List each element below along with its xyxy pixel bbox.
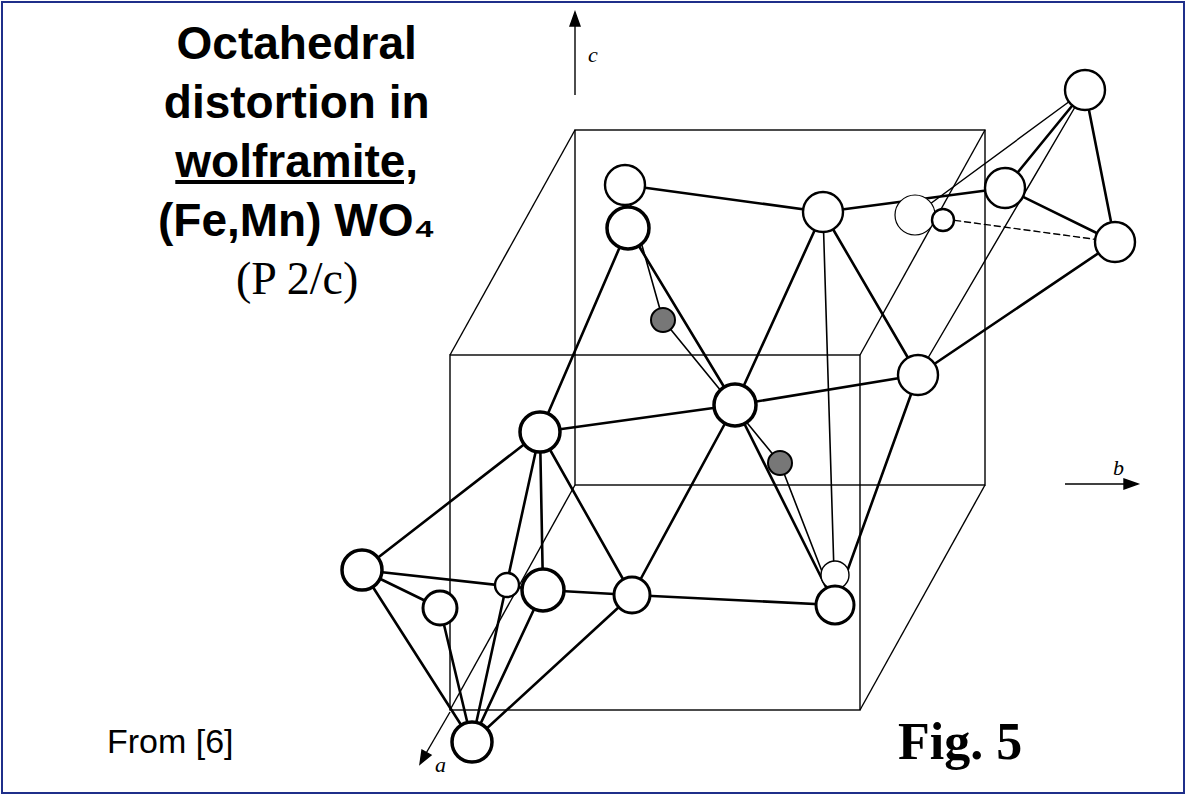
tungsten-atoms [651, 308, 792, 475]
title: Octahedraldistortion inwolframite,(Fe,Mn… [158, 14, 435, 250]
axis-label: b [1113, 455, 1124, 480]
axis-arrows [420, 12, 1138, 764]
space-group: (P 2/c) [236, 253, 358, 306]
unit-cell [450, 130, 985, 710]
figure-number: Fig. 5 [898, 712, 1022, 772]
source-note: From [6] [107, 722, 234, 761]
axis-label: c [588, 42, 598, 67]
bonds [362, 90, 1115, 742]
oxygen-atoms [342, 70, 1135, 762]
axis-label: a [435, 752, 446, 777]
